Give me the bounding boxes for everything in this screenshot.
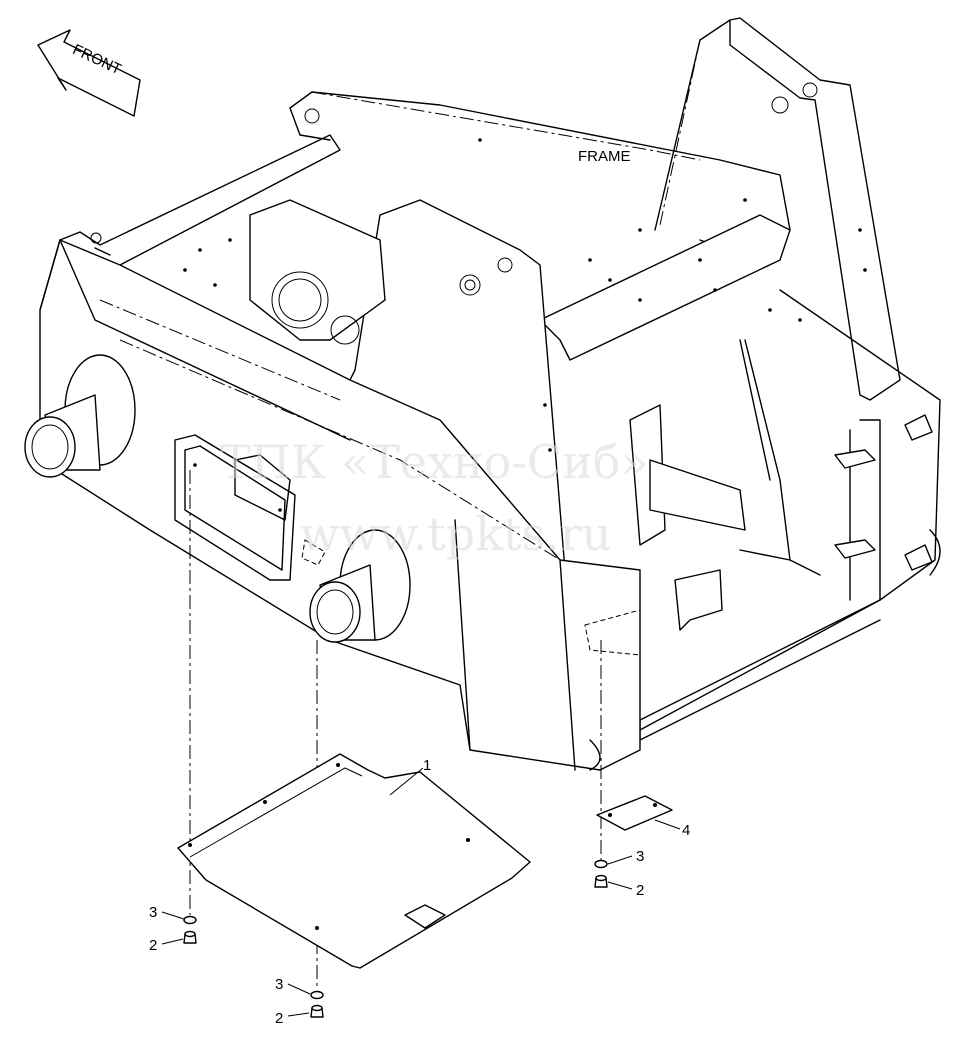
callout-part-3-right: 3 [636,848,644,865]
frame-assembly [24,17,941,771]
watermark: ТПК «Техно-Сиб» www.tpkts.ru [220,435,649,561]
callout-part-3-left: 3 [149,904,157,921]
callout-part-3-center: 3 [275,976,283,993]
frame-label: FRAME [578,148,631,165]
under-cover-plate [177,753,531,969]
leader-lines [161,767,681,1017]
callout-part-4: 4 [682,822,690,839]
watermark-line2: www.tpkts.ru [300,507,611,561]
callout-part-2-right: 2 [636,882,644,899]
hardware [183,859,608,1018]
callout-part-2-left: 2 [149,937,157,954]
bracket-plate [596,795,673,831]
callout-part-2-center: 2 [275,1010,283,1027]
callout-part-1: 1 [423,757,431,774]
watermark-line1: ТПК «Техно-Сиб» [220,435,649,489]
front-arrow: FRONT [37,29,141,117]
